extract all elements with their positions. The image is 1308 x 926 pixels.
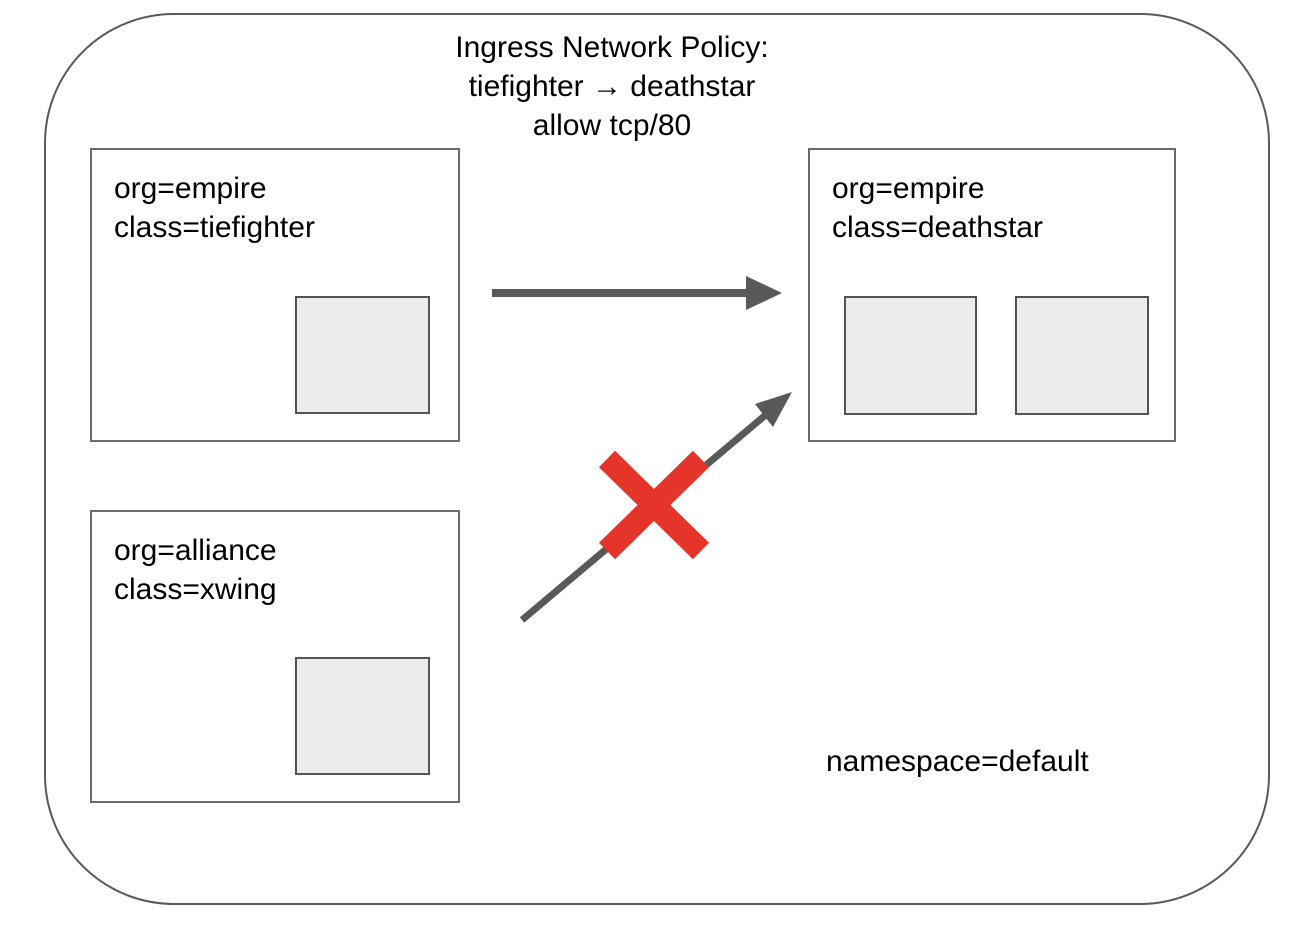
- node-tiefighter: org=empire class=tiefighter: [90, 148, 460, 442]
- deathstar-pod-2: [1015, 296, 1149, 415]
- node-deathstar-org-label: org=empire: [832, 172, 985, 205]
- node-tiefighter-class-label: class=tiefighter: [114, 211, 315, 244]
- title-line-3: allow tcp/80: [532, 109, 692, 142]
- node-xwing: org=alliance class=xwing: [90, 510, 460, 803]
- title-line-1: Ingress Network Policy:: [455, 31, 769, 64]
- diagram-title: Ingress Network Policy: tiefighter → dea…: [412, 28, 812, 145]
- namespace-label: namespace=default: [826, 745, 1089, 778]
- node-xwing-org-label: org=alliance: [114, 534, 277, 567]
- xwing-pod: [295, 657, 430, 775]
- node-deathstar-class-label: class=deathstar: [832, 211, 1043, 244]
- node-tiefighter-labels: org=empire class=tiefighter: [114, 169, 315, 247]
- node-deathstar-labels: org=empire class=deathstar: [832, 169, 1043, 247]
- deathstar-pod-1: [844, 296, 977, 415]
- node-xwing-class-label: class=xwing: [114, 573, 277, 606]
- title-line-2: tiefighter → deathstar: [468, 70, 756, 103]
- tiefighter-pod: [295, 296, 430, 414]
- node-xwing-labels: org=alliance class=xwing: [114, 531, 277, 609]
- namespace-boundary: [44, 13, 1270, 905]
- node-deathstar: org=empire class=deathstar: [808, 148, 1176, 442]
- node-tiefighter-org-label: org=empire: [114, 172, 267, 205]
